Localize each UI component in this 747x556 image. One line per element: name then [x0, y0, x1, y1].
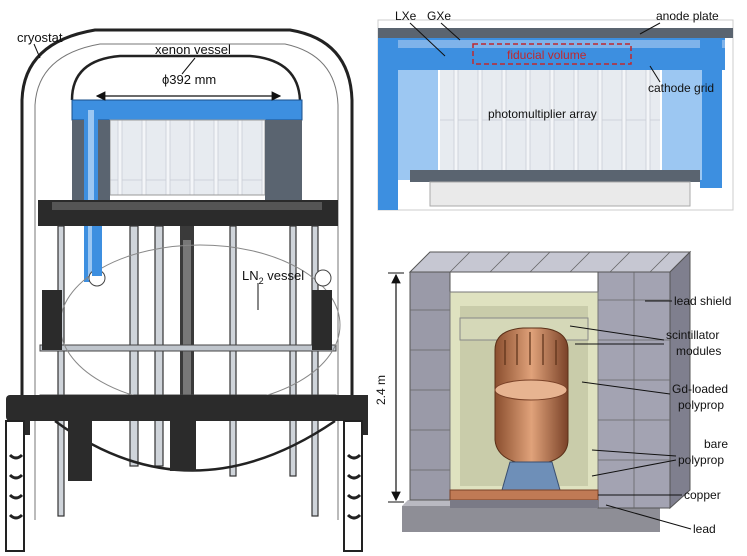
scintillator-label-line1: scintillator: [666, 328, 719, 342]
fiducial-volume-label: fiducial volume: [507, 48, 587, 62]
gxe-label: GXe: [427, 9, 451, 23]
xenon-vessel-label: xenon vessel: [155, 42, 231, 57]
lxe-label: LXe: [395, 9, 417, 23]
bare-polyprop-label-line2: polyprop: [678, 453, 724, 467]
height-label: 2.4 m: [374, 375, 388, 405]
tpc-cross-section: LXe GXe anode plate fiducial volume cath…: [377, 9, 734, 211]
cryostat-label: cryostat: [17, 30, 63, 45]
lead-label: lead: [693, 522, 716, 536]
fiducial-volume-box: [472, 43, 632, 65]
anode-plate-label: anode plate: [656, 9, 719, 23]
copper-label: copper: [684, 488, 721, 502]
cryostat-drawing: cryostat xenon vessel ϕ392 mm LN2 vessel: [5, 28, 368, 552]
pmt-array-label: photomultiplier array: [488, 107, 597, 121]
gd-loaded-label-line2: polyprop: [678, 398, 724, 412]
scintillator-label-line2: modules: [676, 344, 721, 358]
diameter-label: ϕ392 mm: [162, 72, 216, 87]
cryostat-outer-wall: [20, 28, 354, 515]
lead-shield-label: lead shield: [674, 294, 731, 308]
bare-polyprop-label-line1: bare: [704, 437, 728, 451]
ln2-vessel-label: LN2 vessel: [242, 268, 304, 286]
xenon-vessel-dome: [70, 54, 302, 101]
cathode-grid-label: cathode grid: [648, 81, 714, 95]
shield-cutaway: 2.4 m lead shield scintillator modules G…: [374, 250, 731, 536]
gd-loaded-label-line1: Gd-loaded: [672, 382, 728, 396]
